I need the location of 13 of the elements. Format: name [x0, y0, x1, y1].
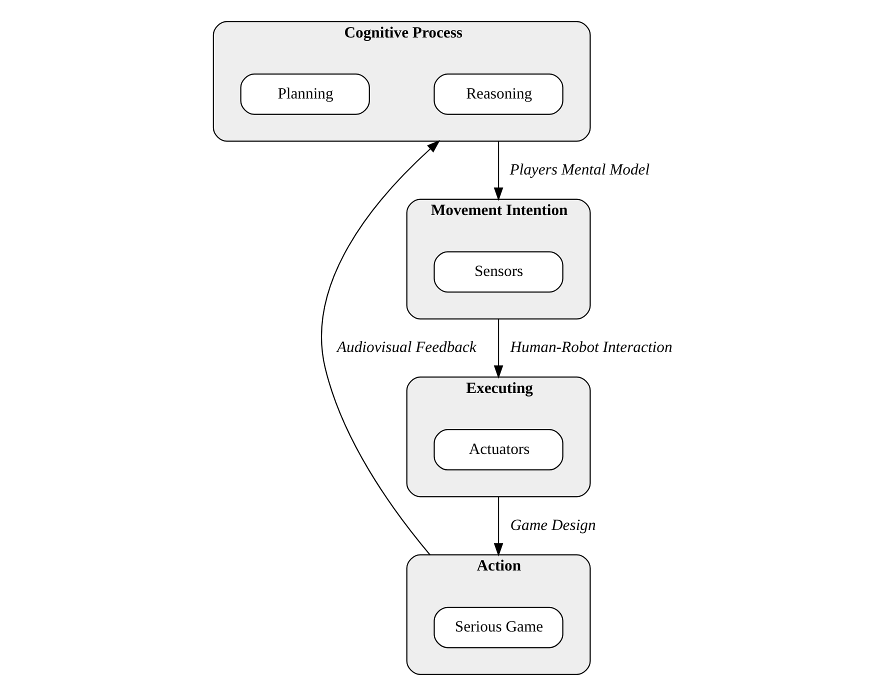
arrow [494, 496, 504, 557]
arrow [321, 140, 440, 556]
edge-label: Game Design [510, 516, 596, 534]
node-box: Serious Game [434, 606, 564, 648]
arrow [494, 318, 504, 379]
arrow [494, 141, 504, 201]
node-box: Sensors [434, 251, 564, 293]
edge-label: Human-Robot Interaction [510, 339, 672, 356]
node-box: Planning [240, 74, 370, 115]
node-box: Reasoning [434, 74, 564, 115]
edge-label: Audiovisual Feedback [336, 339, 476, 356]
node-box: Actuators [434, 429, 564, 470]
edge-label: Players Mental Model [510, 161, 650, 178]
